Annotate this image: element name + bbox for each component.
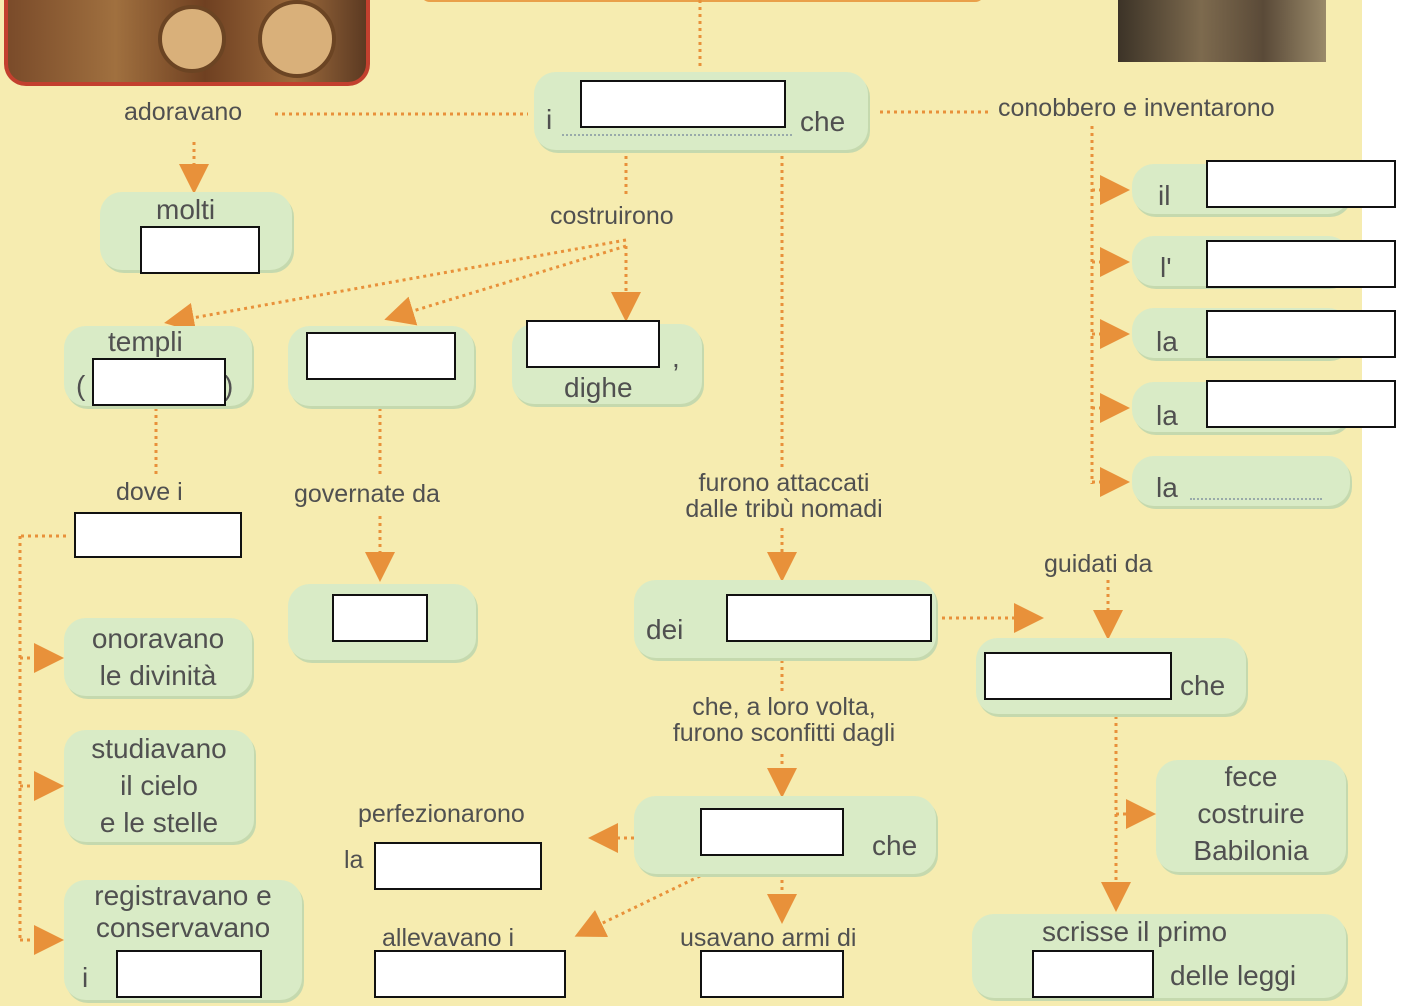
answer-box-king[interactable] — [332, 594, 428, 642]
label-usavano: usavano armi di — [680, 924, 857, 952]
answer-box-civilization[interactable] — [580, 80, 786, 128]
text-molti: molti — [156, 194, 216, 225]
answer-box-perfected[interactable] — [374, 842, 542, 890]
node-studiavano — [64, 730, 254, 842]
text-il: il — [1158, 180, 1171, 211]
answer-box-animals[interactable] — [374, 950, 566, 998]
center-prefix: i — [546, 104, 553, 135]
text-la-3: la — [1156, 472, 1178, 503]
text-l: l' — [1160, 252, 1172, 283]
answer-box-invention-2[interactable] — [1206, 240, 1396, 288]
text-delle-leggi: delle leggi — [1170, 960, 1297, 991]
answer-box-nomads[interactable] — [726, 594, 932, 642]
label-adoravano: adoravano — [124, 98, 243, 126]
label-governate-da: governate da — [294, 480, 440, 508]
answer-box-invention-3[interactable] — [1206, 310, 1396, 358]
title-bar-edge — [420, 0, 985, 2]
text-la-1: la — [1156, 326, 1178, 357]
node-babilonia — [1156, 760, 1346, 872]
text-la: la — [344, 846, 364, 874]
label-guidati: guidati da — [1044, 550, 1153, 578]
text-la-2: la — [1156, 400, 1178, 431]
answer-box-records[interactable] — [116, 950, 262, 998]
text-templi: templi — [108, 326, 183, 357]
answer-box-temple-name[interactable] — [92, 358, 226, 406]
answer-box-weapons[interactable] — [700, 950, 844, 998]
answer-box-gods[interactable] — [140, 226, 260, 274]
text-conquerors-che: che — [872, 830, 918, 861]
answer-box-code[interactable] — [1032, 950, 1154, 998]
answer-box-cities[interactable] — [306, 332, 456, 380]
text-dighe: dighe — [564, 372, 633, 403]
node-onoravano — [64, 618, 252, 696]
node-invention-5 — [1132, 456, 1350, 506]
text-scrisse: scrisse il primo — [1042, 916, 1228, 947]
answer-box-invention-1[interactable] — [1206, 160, 1396, 208]
answer-box-conquerors[interactable] — [700, 808, 844, 856]
answer-box-invention-4[interactable] — [1206, 380, 1396, 428]
answer-line — [562, 134, 792, 136]
label-attaccati: furono attaccati dalle tribù nomadi — [685, 469, 883, 523]
text-dei: dei — [646, 614, 684, 645]
text-leader-che: che — [1180, 670, 1226, 701]
text-studiavano: studiavano il cielo e le stelle — [91, 733, 227, 838]
shield-icon — [158, 5, 226, 73]
comma: , — [672, 342, 680, 373]
illustration-photo — [1118, 0, 1326, 62]
answer-box-priests[interactable] — [74, 512, 242, 558]
label-conobbero: conobbero e inventarono — [998, 94, 1275, 122]
paren-open: ( — [76, 370, 86, 401]
label-sconfitti: che, a loro volta, furono sconfitti dagl… — [672, 693, 896, 747]
label-costruirono: costruirono — [550, 202, 674, 230]
answer-line-invention-5[interactable] — [1190, 498, 1322, 500]
label-perfezionarono: perfezionarono — [358, 800, 525, 828]
label-dove-i: dove i — [116, 478, 183, 506]
shield-icon — [258, 0, 336, 78]
illustration-warriors — [4, 0, 370, 86]
text-onoravano: onoravano le divinità — [91, 623, 225, 691]
text-babilonia: fece costruire Babilonia — [1193, 761, 1309, 866]
text-registravano-i: i — [82, 962, 89, 993]
paren-close: ) — [224, 370, 234, 401]
answer-box-canals[interactable] — [526, 320, 660, 368]
text-registravano: registravano e conservavano — [94, 880, 272, 943]
label-allevavano: allevavano i — [382, 924, 515, 952]
answer-box-leader[interactable] — [984, 652, 1172, 700]
center-suffix: che — [800, 106, 846, 137]
